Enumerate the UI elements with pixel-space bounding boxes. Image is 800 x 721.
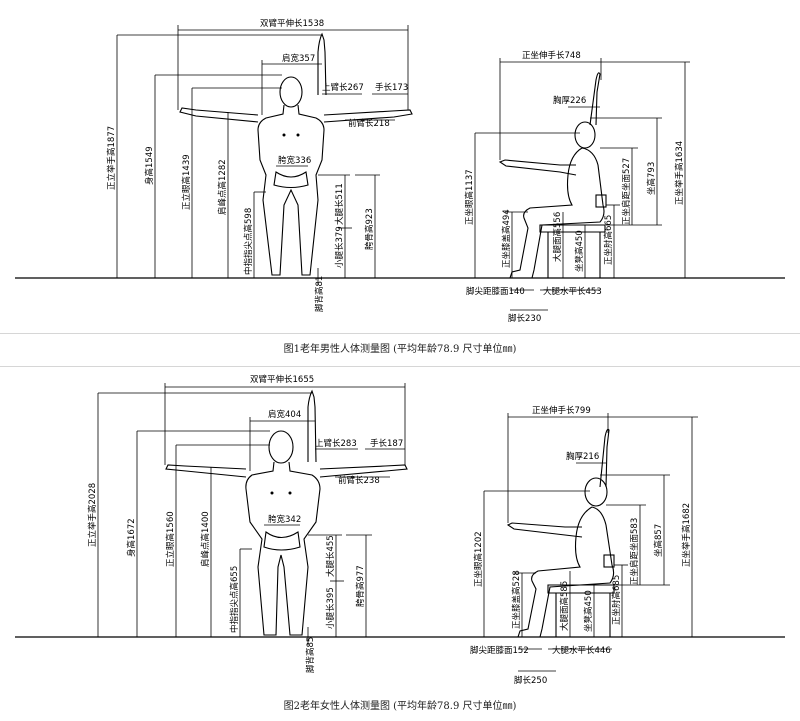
dim-thigh-top: 大腿面高585 — [559, 581, 570, 631]
dim-sit-reach-height: 正坐举手高1634 — [674, 141, 685, 205]
dim-toe-knee: 脚尖距膝面140 — [466, 286, 525, 297]
figure2-drawing: 双臂平伸长1655 肩宽404 上臂长283 手长187 前臂长238 胯宽34… — [15, 374, 785, 686]
dim-toe-knee: 脚尖距膝面152 — [470, 645, 529, 656]
dim-hand: 手长173 — [375, 82, 408, 93]
figure2-caption: 图2老年女性人体测量图 (平均年龄78.9 尺寸单位㎜) — [283, 701, 517, 712]
dim-fingertip-height: 中指指尖点高598 — [243, 208, 254, 275]
dim-foot-length: 脚长230 — [508, 313, 541, 324]
dim-thigh-length: 大腿水平长453 — [543, 286, 602, 297]
dim-forearm: 前臂长218 — [348, 118, 390, 129]
dim-sit-height: 坐高793 — [646, 162, 657, 195]
dim-knee-height: 正坐膝盖高494 — [501, 209, 512, 268]
dim-upper-arm: 上臂长283 — [315, 438, 357, 449]
dim-thigh-length: 大腿水平长446 — [552, 645, 611, 656]
dim-eye-height: 正立眼高1439 — [181, 154, 192, 210]
dim-shoulder-width: 肩宽404 — [268, 409, 301, 420]
dim-thigh: 大腿长511 — [334, 183, 345, 225]
dim-sit-eye: 正坐眼高1137 — [464, 169, 475, 225]
dim-height: 身高1672 — [126, 518, 137, 557]
dim-eye-height: 正立眼高1560 — [165, 511, 176, 567]
dim-knee-height: 正坐膝盖高528 — [511, 570, 522, 629]
dim-thigh-top: 大腿面高556 — [552, 212, 563, 262]
dim-hip-width: 胯宽336 — [278, 155, 311, 166]
dim-sit-eye: 正坐眼高1202 — [473, 531, 484, 587]
dim-sit-reach-length: 正坐伸手长748 — [522, 50, 581, 61]
dim-sit-height: 坐高857 — [653, 524, 664, 557]
dim-sit-shoulder: 正坐肩距坐面527 — [621, 158, 632, 225]
dim-sit-reach-length: 正坐伸手长799 — [532, 405, 591, 416]
figure2-top-rule — [0, 366, 800, 367]
dim-seat-height: 坐凳高450 — [574, 230, 585, 272]
standing-figure-front — [165, 389, 408, 636]
dim-shank: 小腿长395 — [325, 587, 336, 629]
dim-upper-arm: 上臂长267 — [322, 82, 364, 93]
dim-shoulder-height: 肩峰点高1282 — [217, 159, 228, 215]
dim-seat-height: 坐凳高450 — [583, 590, 594, 632]
dim-foot-length: 脚长250 — [514, 675, 547, 686]
dim-ankle-height: 脚背高85 — [305, 637, 316, 673]
dim-shoulder-height: 肩峰点高1400 — [200, 511, 211, 567]
dim-elbow-height: 正坐肘高665 — [603, 215, 614, 265]
dim-sit-reach-height: 正坐举手高1682 — [681, 503, 692, 567]
figure1-top-rule — [0, 333, 800, 334]
dim-shank: 小腿长379 — [334, 226, 345, 268]
dim-crotch-height: 胯骨高977 — [355, 565, 366, 607]
figure1-panel: 双臂平伸长1538 肩宽357 上臂长267 手长173 前臂长218 胯宽33… — [0, 0, 800, 333]
dim-height: 身高1549 — [144, 146, 155, 185]
dim-reach-height: 正立举手高2028 — [87, 483, 98, 547]
dim-sit-shoulder: 正坐肩距坐面583 — [629, 518, 640, 585]
dim-arm-span: 双臂平伸长1655 — [250, 374, 314, 385]
dim-shoulder-width: 肩宽357 — [282, 53, 315, 64]
seated-figure-side — [498, 72, 607, 279]
dim-fingertip-height: 中指指尖点高655 — [229, 566, 240, 633]
dim-hip-width: 胯宽342 — [268, 514, 301, 525]
dim-ankle-height: 脚背高81 — [314, 276, 325, 312]
standing-figure-front — [179, 32, 413, 276]
figure1-drawing: 双臂平伸长1538 肩宽357 上臂长267 手长173 前臂长218 胯宽33… — [15, 18, 785, 324]
dim-reach-height: 正立举手高1877 — [106, 126, 117, 190]
dim-chest-depth: 胸厚216 — [566, 451, 599, 462]
dim-crotch-height: 胯骨高923 — [364, 208, 375, 250]
figure2-panel: 双臂平伸长1655 肩宽404 上臂长283 手长187 前臂长238 胯宽34… — [0, 367, 800, 692]
dim-arm-span: 双臂平伸长1538 — [260, 18, 324, 29]
dim-hand: 手长187 — [370, 438, 403, 449]
figure1-caption: 图1老年男性人体测量图 (平均年龄78.9 尺寸单位㎜) — [283, 344, 517, 355]
dim-thigh: 大腿长455 — [325, 535, 336, 577]
dim-chest-depth: 胸厚226 — [553, 95, 586, 106]
dim-elbow-height: 正坐肘高685 — [611, 575, 622, 625]
dim-forearm: 前臂长238 — [338, 475, 380, 486]
seated-figure-side — [506, 428, 615, 638]
